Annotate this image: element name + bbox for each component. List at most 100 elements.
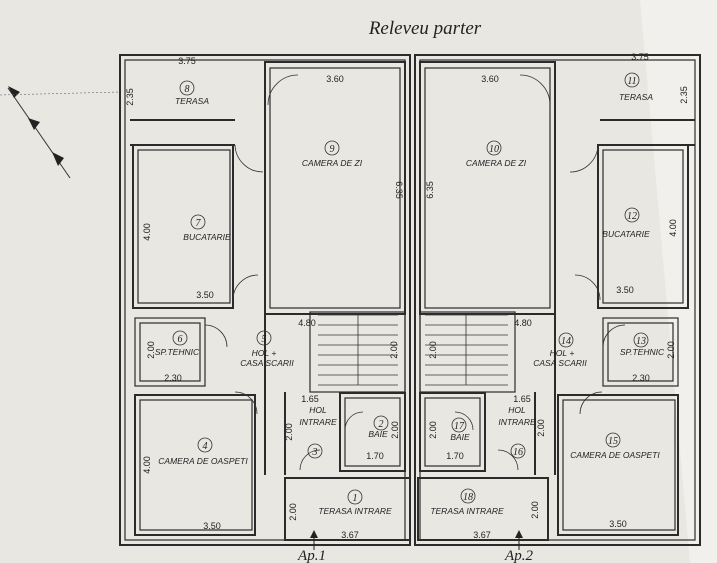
svg-text:2: 2 xyxy=(379,419,384,430)
dim-label: 2.00 xyxy=(390,421,400,439)
dim-label: 4.00 xyxy=(142,456,152,474)
room-number-15: 15 xyxy=(605,432,621,448)
room-number-1: 1 xyxy=(347,489,363,505)
room-number-7: 7 xyxy=(190,214,206,230)
svg-text:8: 8 xyxy=(185,84,190,95)
svg-text:4: 4 xyxy=(203,441,208,452)
svg-text:10: 10 xyxy=(489,144,499,155)
dim-label: 2.30 xyxy=(632,373,650,383)
room-name-casa-scarii: CASA SCARII xyxy=(240,358,294,368)
room-number-9: 9 xyxy=(324,140,340,156)
room-number-13: 13 xyxy=(633,332,649,348)
north-arrow-icon xyxy=(0,86,121,179)
room-name-sp-tehnic: SP.TEHNIC xyxy=(155,347,200,357)
room-name-camera-de-zi: CAMERA DE ZI xyxy=(302,158,363,168)
dim-label: 2.00 xyxy=(428,421,438,439)
room-number-5: 5 xyxy=(256,330,272,346)
dim-label: 2.00 xyxy=(530,501,540,519)
dim-label: 1.65 xyxy=(301,394,319,404)
room-number-2: 2 xyxy=(373,415,389,431)
unit-2-walls xyxy=(414,54,701,546)
svg-text:16: 16 xyxy=(513,447,523,458)
dim-label: 3.50 xyxy=(609,519,627,529)
dim-label: 2.00 xyxy=(284,423,294,441)
room-name-camera-de-oaspeti: CAMERA DE OASPETI xyxy=(158,456,248,466)
dim-label: 6.35 xyxy=(425,181,435,199)
room-number-12: 12 xyxy=(624,207,640,223)
room-name-terasa-intrare: TERASA INTRARE xyxy=(318,506,392,516)
paper-edge xyxy=(640,0,717,563)
dim-label: 2.00 xyxy=(146,341,156,359)
dim-label: 4.80 xyxy=(298,318,316,328)
room-number-8: 8 xyxy=(179,80,195,96)
room-name-hol-intrare-2: INTRARE xyxy=(299,417,337,427)
svg-text:14: 14 xyxy=(561,336,571,347)
dim-label: 2.00 xyxy=(389,341,399,359)
dim-label: 2.00 xyxy=(666,341,676,359)
svg-text:6: 6 xyxy=(178,334,183,345)
dim-label: 1.70 xyxy=(446,451,464,461)
room-name-hol-intrare-2: INTRARE xyxy=(498,417,536,427)
dim-label: 3.60 xyxy=(481,74,499,84)
plan-title: Releveu parter xyxy=(368,18,482,39)
room-number-4: 4 xyxy=(197,437,213,453)
room-name-bucatarie: BUCATARIE xyxy=(602,229,650,239)
room-name-hol: HOL + xyxy=(252,348,277,358)
dim-label: 2.00 xyxy=(428,341,438,359)
dim-label: 2.00 xyxy=(536,419,546,437)
svg-text:11: 11 xyxy=(627,76,636,87)
dim-label: 1.65 xyxy=(513,394,531,404)
room-name-camera-de-zi: CAMERA DE ZI xyxy=(466,158,527,168)
room-name-baie: BAIE xyxy=(450,432,470,442)
room-number-11: 11 xyxy=(624,72,640,88)
dim-label: 3.50 xyxy=(203,521,221,531)
dim-label: 2.00 xyxy=(288,503,298,521)
unit-1-stairs xyxy=(318,314,398,386)
dim-label: 6.35 xyxy=(394,181,404,199)
room-name-terasa: TERASA xyxy=(619,92,653,102)
dim-label: 3.50 xyxy=(196,290,214,300)
entrance-arrow-icon xyxy=(515,530,523,550)
svg-text:3: 3 xyxy=(312,447,318,458)
svg-text:5: 5 xyxy=(262,334,267,345)
svg-text:1: 1 xyxy=(353,493,358,504)
unit-1-walls xyxy=(119,54,411,546)
dim-label: 3.67 xyxy=(473,530,491,540)
room-name-hol-intrare: HOL xyxy=(508,405,526,415)
svg-text:13: 13 xyxy=(636,336,646,347)
room-name-hol: HOL + xyxy=(550,348,575,358)
dim-label: 2.30 xyxy=(164,373,182,383)
room-name-terasa-intrare: TERASA INTRARE xyxy=(430,506,504,516)
svg-text:9: 9 xyxy=(330,144,335,155)
dim-label: 3.60 xyxy=(326,74,344,84)
dim-label: 3.75 xyxy=(178,56,196,66)
svg-text:18: 18 xyxy=(463,492,473,503)
room-name-sp-tehnic: SP.TEHNIC xyxy=(620,347,665,357)
svg-text:12: 12 xyxy=(627,211,637,222)
room-name-bucatarie: BUCATARIE xyxy=(183,232,231,242)
dim-label: 4.00 xyxy=(668,219,678,237)
entrance-arrow-icon xyxy=(310,530,318,550)
room-number-16: 16 xyxy=(510,443,526,459)
room-number-14: 14 xyxy=(558,332,574,348)
room-number-18: 18 xyxy=(460,488,476,504)
dim-label: 3.75 xyxy=(631,52,649,62)
dim-label: 2.35 xyxy=(125,88,135,106)
room-name-camera-de-oaspeti: CAMERA DE OASPETI xyxy=(570,450,660,460)
dim-label: 3.50 xyxy=(616,285,634,295)
dim-label: 2.35 xyxy=(679,86,689,104)
dim-label: 1.70 xyxy=(366,451,384,461)
room-name-hol-intrare: HOL xyxy=(309,405,327,415)
svg-text:15: 15 xyxy=(608,436,618,447)
room-number-10: 10 xyxy=(486,140,502,156)
room-name-terasa: TERASA xyxy=(175,96,209,106)
dim-label: 4.80 xyxy=(514,318,532,328)
svg-text:7: 7 xyxy=(196,218,202,229)
unit-2-stairs xyxy=(425,314,508,386)
room-number-17: 17 xyxy=(451,417,467,433)
room-number-3: 3 xyxy=(307,443,323,459)
dim-label: 3.67 xyxy=(341,530,359,540)
svg-text:17: 17 xyxy=(454,421,465,432)
room-name-baie: BAIE xyxy=(368,429,388,439)
